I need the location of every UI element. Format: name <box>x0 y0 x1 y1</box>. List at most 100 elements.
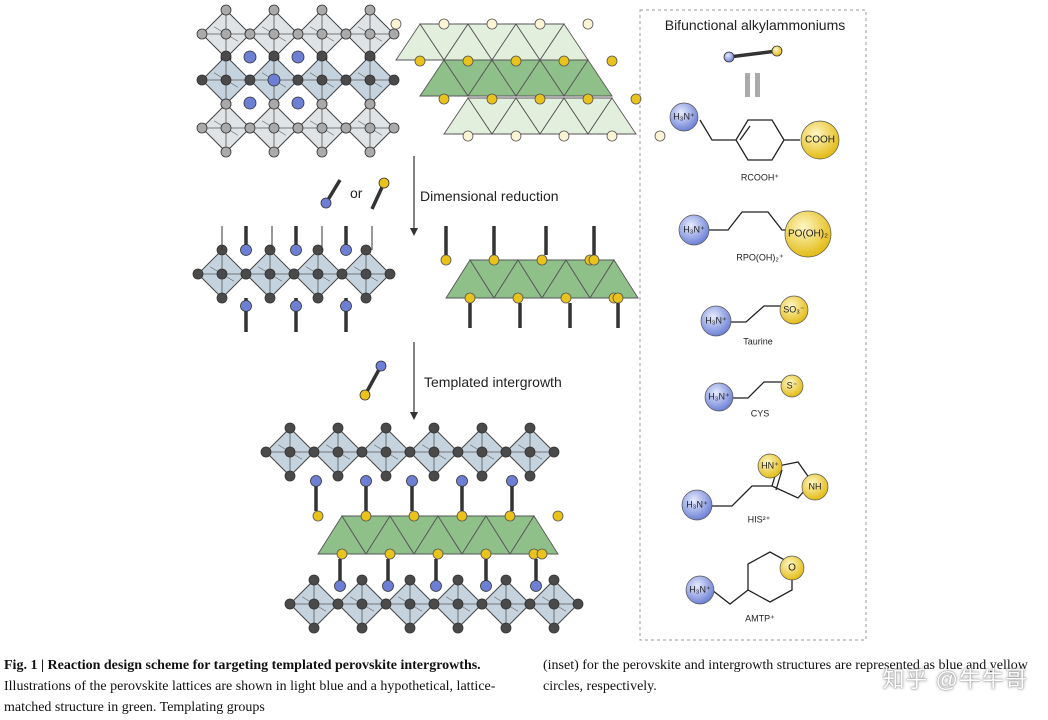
corner-atom <box>316 4 328 16</box>
linker-end <box>430 580 442 592</box>
corner-atom <box>500 574 512 586</box>
corner-atom <box>548 446 560 458</box>
corner-atom <box>264 244 276 256</box>
center-atom <box>264 268 276 280</box>
figure-label: Fig. 1 | Reaction design scheme for targ… <box>4 658 481 673</box>
corner-atom <box>364 146 376 158</box>
center-atom <box>220 74 232 86</box>
corner-atom <box>216 292 228 304</box>
linker-end <box>723 51 735 63</box>
acid-bead-text: SO₃⁻ <box>783 304 805 314</box>
lattice-site <box>536 548 548 560</box>
center-atom <box>268 122 280 134</box>
acid-bead-text: HN⁺ <box>761 460 779 470</box>
corner-atom <box>360 292 372 304</box>
figure-illustration: Bifunctional alkylammoniums H₃N⁺COOHRCOO… <box>192 4 867 641</box>
linker-end <box>334 580 346 592</box>
lattice-site <box>464 292 476 304</box>
lattice-site <box>390 18 402 30</box>
acid-bead-text: S⁻ <box>787 380 798 390</box>
center-atom <box>364 122 376 134</box>
center-atom <box>308 598 320 610</box>
linker-end <box>340 300 352 312</box>
corner-atom <box>404 574 416 586</box>
corner-atom <box>428 470 440 482</box>
linker-end <box>506 475 518 487</box>
center-atom <box>360 268 372 280</box>
linker-end <box>240 244 252 256</box>
linker-end <box>378 177 390 189</box>
corner-atom <box>572 598 584 610</box>
linker-end <box>456 475 468 487</box>
lattice-site <box>560 292 572 304</box>
cation-blue <box>243 50 257 64</box>
corner-atom <box>220 146 232 158</box>
corner-atom <box>260 446 272 458</box>
linker-end <box>290 244 302 256</box>
corner-atom <box>340 28 352 40</box>
lattice-layer <box>192 4 666 634</box>
corner-atom <box>288 268 300 280</box>
center-atom <box>428 446 440 458</box>
corner-atom <box>388 28 400 40</box>
corner-atom <box>476 422 488 434</box>
lattice-site <box>654 130 666 142</box>
lattice-site <box>480 548 492 560</box>
corner-atom <box>240 268 252 280</box>
corner-atom <box>244 74 256 86</box>
lattice-site <box>630 93 642 105</box>
linker-end <box>240 300 252 312</box>
corner-atom <box>428 598 440 610</box>
linker-end <box>320 197 332 209</box>
amine-bead-text: H₃N⁺ <box>683 224 705 234</box>
corner-atom <box>196 122 208 134</box>
watermark: 知乎 @牛牛哥 <box>882 667 1028 692</box>
corner-atom <box>312 244 324 256</box>
center-atom <box>220 122 232 134</box>
linker-stick <box>363 365 383 396</box>
corner-atom <box>388 122 400 134</box>
or-label: or <box>350 185 363 201</box>
corner-atom <box>284 598 296 610</box>
lattice-site <box>534 93 546 105</box>
amine-bead <box>678 214 710 246</box>
lattice-site <box>438 93 450 105</box>
corner-atom <box>316 146 328 158</box>
corner-atom <box>268 4 280 16</box>
corner-atom <box>196 74 208 86</box>
corner-atom <box>500 446 512 458</box>
linker-end <box>360 475 372 487</box>
dimensional-reduction-label: Dimensional reduction <box>420 188 559 204</box>
corner-atom <box>524 598 536 610</box>
linker-end <box>771 45 783 57</box>
corner-atom <box>356 622 368 634</box>
center-atom <box>316 74 328 86</box>
lattice-site <box>486 93 498 105</box>
center-atom <box>364 74 376 86</box>
lattice-site <box>612 292 624 304</box>
linker-end <box>375 360 387 372</box>
corner-atom <box>332 470 344 482</box>
corner-atom <box>336 268 348 280</box>
molecule-name: Taurine <box>743 336 773 346</box>
amine-bead <box>685 575 715 605</box>
corner-atom <box>332 422 344 434</box>
corner-atom <box>284 470 296 482</box>
center-atom <box>316 122 328 134</box>
molecule-name: HIS²⁺ <box>748 514 771 524</box>
linker-end <box>406 475 418 487</box>
linker-end <box>530 580 542 592</box>
corner-atom <box>308 446 320 458</box>
corner-atom <box>292 122 304 134</box>
lattice-site <box>414 55 426 67</box>
equals-bar <box>755 73 760 97</box>
molecule-name: CYS <box>751 408 770 418</box>
corner-atom <box>380 598 392 610</box>
lattice-site <box>408 510 420 522</box>
center-atom <box>356 598 368 610</box>
acid-bead <box>779 295 809 325</box>
center-atom <box>476 446 488 458</box>
corner-atom <box>476 598 488 610</box>
corner-atom <box>220 98 232 110</box>
corner-atom <box>380 422 392 434</box>
